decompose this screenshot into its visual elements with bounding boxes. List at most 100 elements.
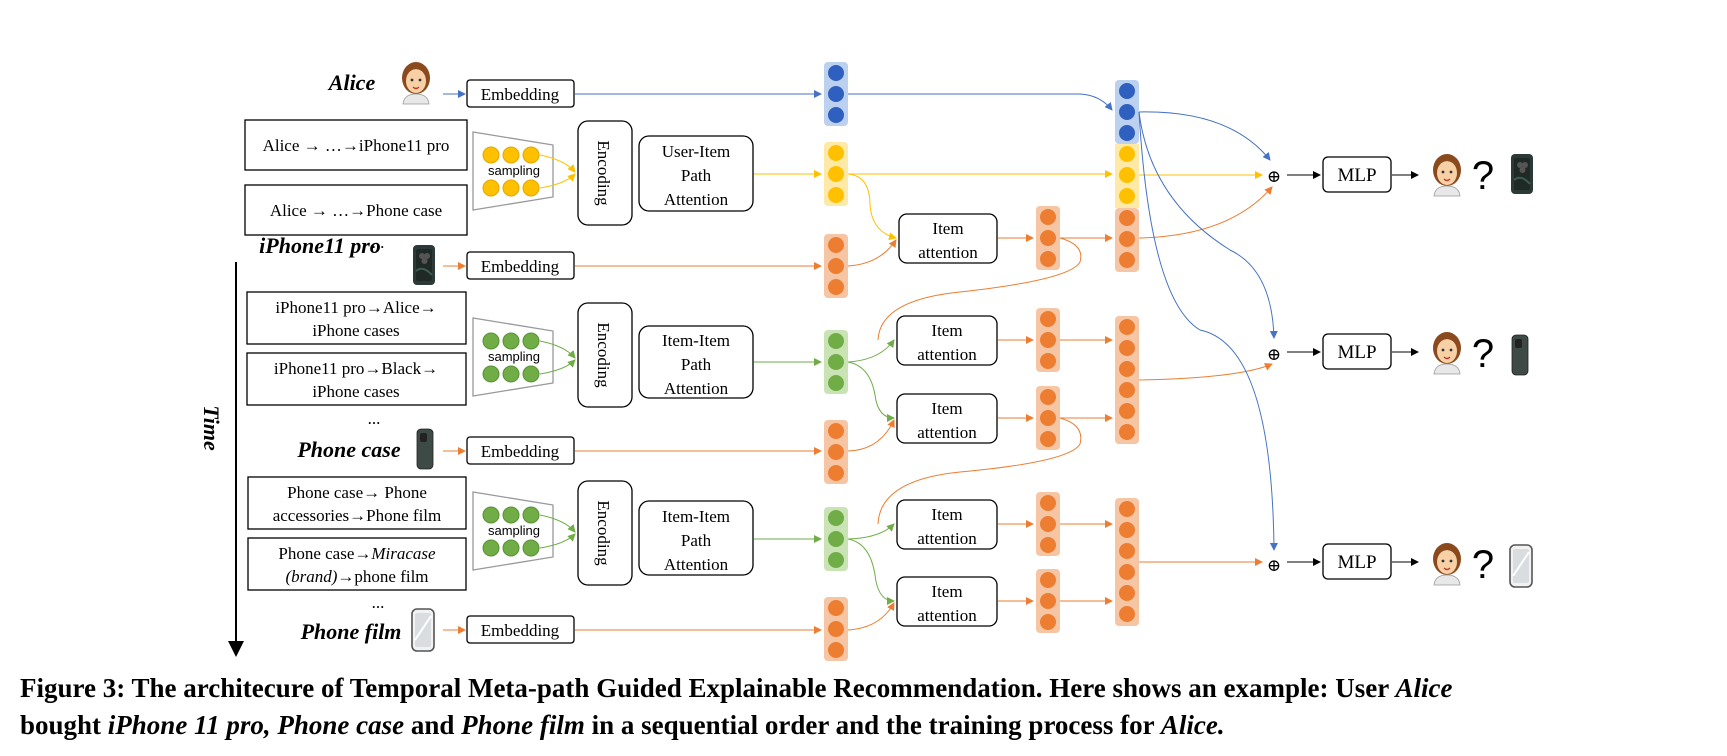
sampling-yellow: sampling — [472, 131, 554, 211]
item-attention-4: Item attention — [896, 499, 998, 550]
vector-case-embedding — [824, 420, 848, 484]
path-iphone-2: iPhone11 pro→Black→ iPhone cases — [246, 352, 467, 406]
svg-text:Item: Item — [931, 505, 962, 524]
item-attention-2: Item attention — [896, 315, 998, 366]
time-label: Time — [199, 405, 224, 451]
ellipsis-1: ... — [372, 233, 385, 252]
svg-text:sampling: sampling — [488, 349, 540, 364]
svg-text:attention: attention — [917, 529, 977, 548]
svg-text:MLP: MLP — [1337, 342, 1376, 363]
encoding-1: Encoding — [577, 120, 633, 226]
item-label-iphone: iPhone11 pro — [259, 233, 381, 258]
svg-text:sampling: sampling — [488, 523, 540, 538]
vector-film-embedding — [824, 597, 848, 661]
vector-item-attn-2 — [1036, 308, 1060, 372]
svg-text:attention: attention — [917, 345, 977, 364]
plus-1: ⊕ — [1267, 167, 1281, 186]
svg-text:Item: Item — [931, 321, 962, 340]
vector-concat-1 — [1115, 80, 1139, 272]
svg-text:Item-Item: Item-Item — [662, 331, 730, 350]
output-avatar-icon — [1432, 331, 1462, 375]
svg-text:Attention: Attention — [664, 379, 729, 398]
embedding-film: Embedding — [466, 615, 575, 644]
embedding-iphone: Embedding — [466, 251, 575, 280]
user-item-path-attention: User-Item Path Attention — [638, 135, 754, 212]
item-label-case: Phone case — [296, 437, 401, 462]
svg-text:Alice → …→iPhone11 pro: Alice → …→iPhone11 pro — [263, 136, 450, 155]
svg-text:Item-Item: Item-Item — [662, 507, 730, 526]
svg-text:Phone case→ Phone: Phone case→ Phone — [287, 483, 427, 502]
path-iphone-1: iPhone11 pro→Alice→ iPhone cases — [246, 291, 467, 345]
svg-text:Attention: Attention — [664, 555, 729, 574]
svg-text:Path: Path — [681, 166, 712, 185]
plus-3: ⊕ — [1267, 556, 1281, 575]
vector-concat-3 — [1115, 498, 1139, 626]
svg-text:iPhone cases: iPhone cases — [312, 382, 399, 401]
vector-item-attn-3 — [1036, 386, 1060, 450]
mlp-2: MLP — [1322, 333, 1392, 370]
figure-caption: Figure 3: The architecure of Temporal Me… — [20, 673, 1453, 740]
svg-text:attention: attention — [917, 606, 977, 625]
svg-text:attention: attention — [917, 423, 977, 442]
embedding-alice: Embedding — [466, 79, 575, 108]
question-mark-1: ? — [1472, 154, 1494, 198]
svg-text:MLP: MLP — [1337, 165, 1376, 186]
svg-text:Item: Item — [931, 399, 962, 418]
sampling-green-2: sampling — [472, 491, 554, 571]
svg-text:Embedding: Embedding — [481, 621, 560, 640]
svg-text:Item: Item — [932, 219, 963, 238]
item-attention-5: Item attention — [896, 576, 998, 627]
svg-text:Path: Path — [681, 531, 712, 550]
ellipsis-2: ... — [368, 409, 381, 428]
item-item-path-attention-1: Item-Item Path Attention — [638, 325, 754, 399]
item-attention-3: Item attention — [896, 393, 998, 444]
path-alice-1: Alice → …→iPhone11 pro — [244, 119, 468, 171]
svg-text:accessories→Phone film: accessories→Phone film — [273, 506, 442, 525]
vector-alice-embedding — [824, 62, 848, 126]
ellipsis-3: ... — [372, 593, 385, 612]
svg-text:(brand)→phone film: (brand)→phone film — [285, 567, 428, 586]
item-item-path-attention-2: Item-Item Path Attention — [638, 500, 754, 576]
phone-case-icon — [416, 428, 434, 470]
svg-text:Path: Path — [681, 355, 712, 374]
svg-text:iPhone11 pro→Black→: iPhone11 pro→Black→ — [274, 359, 438, 378]
user-avatar-icon — [401, 61, 431, 105]
architecture-diagram: Alice iPhone11 pro Phone case Phone film… — [199, 61, 1534, 661]
vector-item-item-path-1 — [824, 330, 848, 394]
mlp-1: MLP — [1322, 156, 1392, 193]
svg-text:iPhone cases: iPhone cases — [312, 321, 399, 340]
path-case-1: Phone case→ Phone accessories→Phone film — [247, 476, 467, 530]
svg-text:iPhone11 pro→Alice→: iPhone11 pro→Alice→ — [275, 298, 436, 317]
question-mark-2: ? — [1472, 332, 1494, 376]
question-mark-3: ? — [1472, 543, 1494, 587]
svg-text:Attention: Attention — [664, 190, 729, 209]
svg-text:Encoding: Encoding — [594, 500, 613, 566]
vector-user-item-path — [824, 142, 848, 206]
output-phone-film-icon — [1509, 544, 1533, 588]
svg-text:Item: Item — [931, 582, 962, 601]
embedding-case: Embedding — [466, 436, 575, 465]
output-avatar-icon — [1432, 542, 1462, 586]
vector-item-attn-1 — [1036, 206, 1060, 270]
path-case-2: Phone case→Miracase (brand)→phone film — [247, 537, 467, 591]
output-avatar-icon — [1432, 153, 1462, 197]
svg-text:Embedding: Embedding — [481, 257, 560, 276]
vector-item-attn-4 — [1036, 492, 1060, 556]
encoding-3: Encoding — [577, 480, 633, 586]
svg-text:User-Item: User-Item — [662, 142, 731, 161]
item-attention-1: Item attention — [898, 213, 998, 264]
vector-item-attn-5 — [1036, 569, 1060, 633]
svg-text:Phone case→Miracase: Phone case→Miracase — [278, 544, 436, 563]
path-alice-2: Alice → …→Phone case — [244, 184, 468, 236]
svg-text:Encoding: Encoding — [594, 322, 613, 388]
sampling-green-1: sampling — [472, 317, 554, 397]
svg-text:Embedding: Embedding — [481, 442, 560, 461]
iphone-icon — [412, 244, 436, 286]
output-iphone-icon — [1510, 153, 1534, 195]
mlp-3: MLP — [1322, 543, 1392, 580]
vector-iphone-embedding — [824, 234, 848, 298]
svg-text:attention: attention — [918, 243, 978, 262]
vector-concat-2 — [1115, 316, 1139, 444]
svg-text:sampling: sampling — [488, 163, 540, 178]
phone-film-icon — [411, 608, 435, 652]
